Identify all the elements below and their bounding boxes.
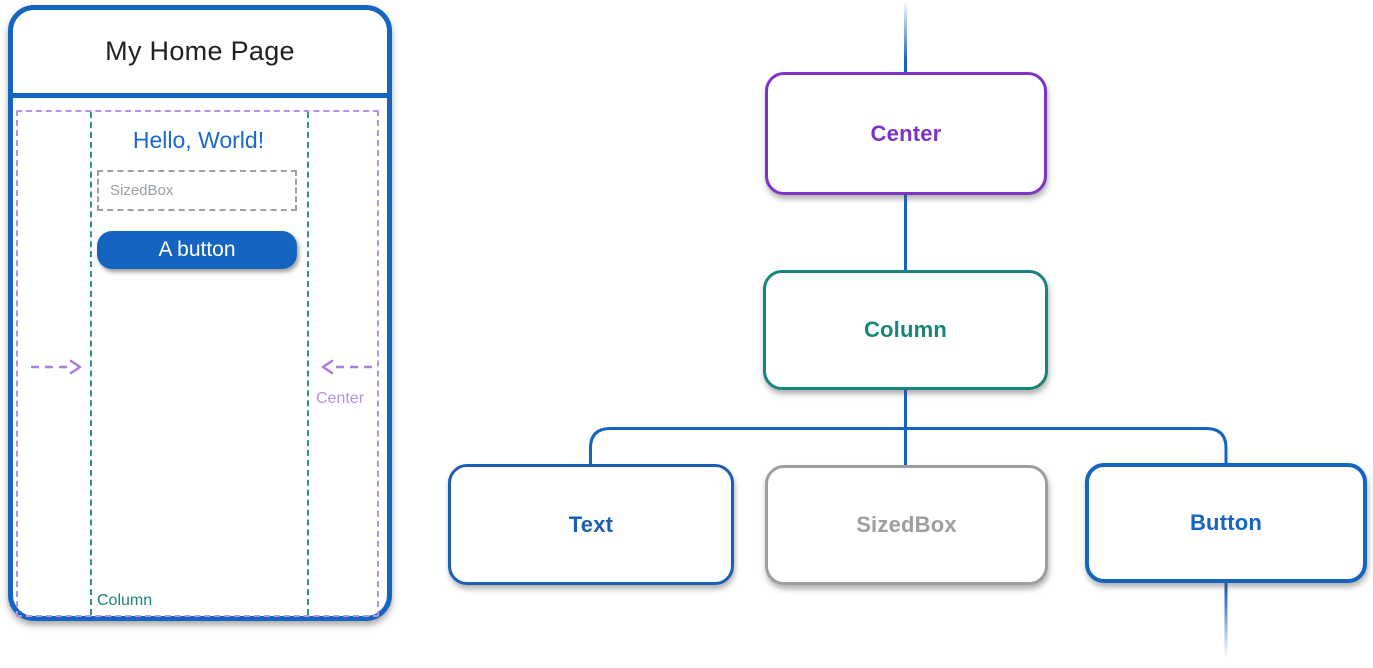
sizedbox-placeholder-label: SizedBox	[110, 182, 174, 199]
column-widget-outline-left	[90, 112, 92, 615]
tree-node-text-label: Text	[568, 511, 614, 537]
center-arrow-left-icon	[31, 359, 82, 375]
center-arrow-right-icon	[321, 359, 372, 375]
sizedbox-placeholder: SizedBox	[97, 170, 297, 211]
phone-body: Hello, World! SizedBox A button Center C…	[13, 103, 387, 617]
tree-node-sizedbox-label: SizedBox	[856, 512, 957, 537]
center-annotation: Center	[316, 390, 365, 407]
tree-node-column-label: Column	[863, 317, 948, 342]
tree-node-column: Column	[763, 270, 1048, 390]
tree-node-text: Text	[448, 464, 734, 585]
hello-world-text: Hello, World!	[132, 127, 265, 153]
tree-node-center-label: Center	[870, 120, 942, 146]
connector-branch	[589, 427, 1228, 466]
tree-node-button: Button	[1085, 463, 1367, 583]
phone-mockup: My Home Page Hello, World! SizedBox A bu…	[8, 5, 392, 621]
app-bar-title: My Home Page	[105, 36, 295, 66]
center-widget-outline	[16, 110, 379, 617]
tree-node-sizedbox: SizedBox	[765, 465, 1048, 585]
column-widget-outline-right	[307, 112, 309, 615]
a-button[interactable]: A button	[97, 231, 297, 269]
column-annotation: Column	[97, 592, 153, 609]
tree-node-button-label: Button	[1189, 510, 1263, 535]
app-bar: My Home Page	[13, 10, 387, 98]
tree-node-center: Center	[765, 72, 1047, 195]
